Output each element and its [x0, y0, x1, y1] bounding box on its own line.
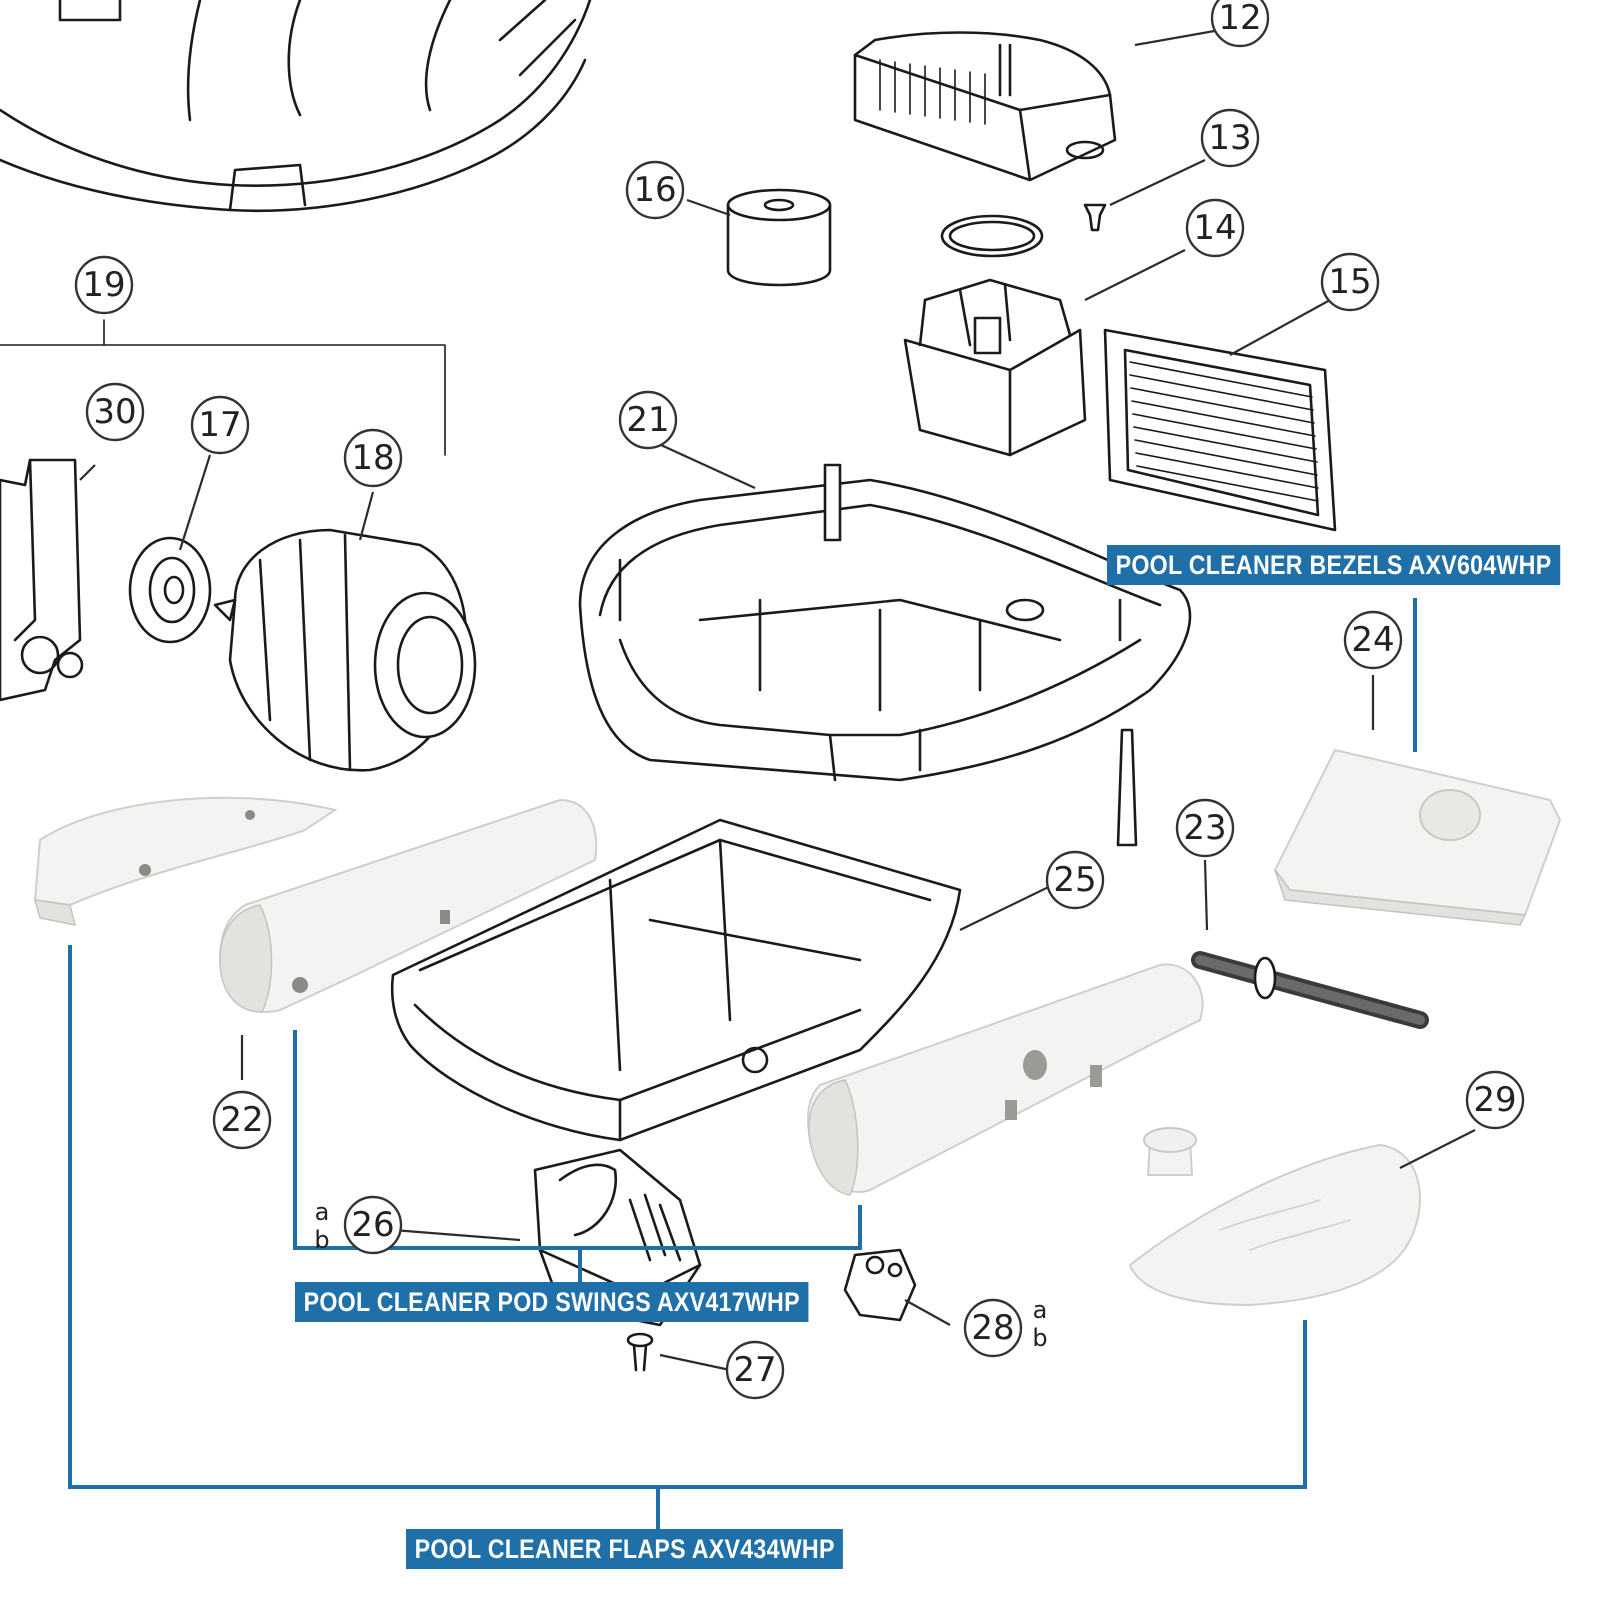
callout-24: 24 — [1343, 610, 1403, 670]
part-19-bracket — [0, 319, 446, 456]
leader-lines — [79, 28, 1476, 1372]
o-ring — [940, 214, 1044, 258]
banner-connector-lines — [68, 598, 1417, 1531]
svg-text:19: 19 — [82, 265, 125, 305]
callout-16: 16 — [625, 160, 685, 220]
svg-text:28: 28 — [971, 1308, 1014, 1348]
svg-text:14: 14 — [1193, 208, 1236, 248]
part-23-axle — [1191, 951, 1429, 1029]
part-12-housing — [853, 31, 1117, 182]
svg-text:21: 21 — [626, 400, 669, 440]
callout-27: 27 — [725, 1340, 785, 1400]
part-28-bracket — [843, 1248, 917, 1322]
cleaner-body-shell — [0, 0, 592, 213]
part-13-screw — [1083, 203, 1107, 232]
callout-14: 14 — [1185, 198, 1245, 258]
part-18-motor — [213, 528, 477, 772]
callout-12: 12 — [1210, 0, 1270, 48]
svg-text:22: 22 — [220, 1100, 263, 1140]
part-27-screw — [626, 1332, 654, 1372]
svg-text:a: a — [1033, 1296, 1048, 1324]
svg-text:26: 26 — [351, 1205, 394, 1245]
callout-26: 26 — [343, 1195, 403, 1255]
part-15-grille — [1103, 328, 1337, 532]
callout-15: 15 — [1320, 252, 1380, 312]
pin — [1116, 728, 1138, 847]
part-30-bracket — [0, 458, 84, 702]
svg-text:30: 30 — [93, 392, 136, 432]
svg-text:29: 29 — [1473, 1080, 1516, 1120]
part-14-mount — [903, 278, 1087, 457]
sub-labels-26: a b — [314, 1198, 329, 1254]
callout-18: 18 — [343, 428, 403, 488]
part-16-cylinder — [726, 188, 832, 287]
svg-text:23: 23 — [1183, 808, 1226, 848]
plug — [1143, 1127, 1197, 1176]
sub-labels-28: a b — [1032, 1296, 1047, 1352]
svg-text:13: 13 — [1208, 118, 1251, 158]
callout-23: 23 — [1175, 798, 1235, 858]
svg-text:12: 12 — [1218, 0, 1261, 38]
svg-text:25: 25 — [1053, 860, 1096, 900]
banner-bezels: POOL CLEANER BEZELS AXV604WHP — [1107, 545, 1561, 585]
callout-22: 22 — [212, 1090, 272, 1150]
svg-text:15: 15 — [1328, 262, 1371, 302]
callout-29: 29 — [1465, 1070, 1525, 1130]
callout-21: 21 — [618, 390, 678, 450]
callout-28: 28 — [963, 1298, 1023, 1358]
svg-text:18: 18 — [351, 438, 394, 478]
banner-flaps: POOL CLEANER FLAPS AXV434WHP — [406, 1529, 844, 1569]
svg-text:24: 24 — [1351, 620, 1394, 660]
svg-text:b: b — [314, 1226, 329, 1254]
svg-text:27: 27 — [733, 1350, 776, 1390]
pod-swing-right — [807, 963, 1204, 1196]
svg-text:16: 16 — [633, 170, 676, 210]
part-22-flap — [33, 796, 338, 926]
svg-text:17: 17 — [198, 405, 241, 445]
part-29-flap — [1128, 1143, 1421, 1307]
callout-17: 17 — [190, 395, 250, 455]
callout-19: 19 — [74, 255, 134, 315]
part-17-gear — [128, 536, 212, 644]
part-25-lower-tray — [390, 818, 962, 1142]
callout-13: 13 — [1200, 108, 1260, 168]
banner-pod-swings: POOL CLEANER POD SWINGS AXV417WHP — [295, 1282, 809, 1322]
callout-25: 25 — [1045, 850, 1105, 910]
svg-text:b: b — [1032, 1324, 1047, 1352]
part-24-bezel — [1273, 748, 1562, 926]
part-21-chassis — [578, 463, 1192, 782]
callout-30: 30 — [85, 382, 145, 442]
pod-swing-left — [218, 798, 598, 1013]
svg-text:a: a — [315, 1198, 330, 1226]
